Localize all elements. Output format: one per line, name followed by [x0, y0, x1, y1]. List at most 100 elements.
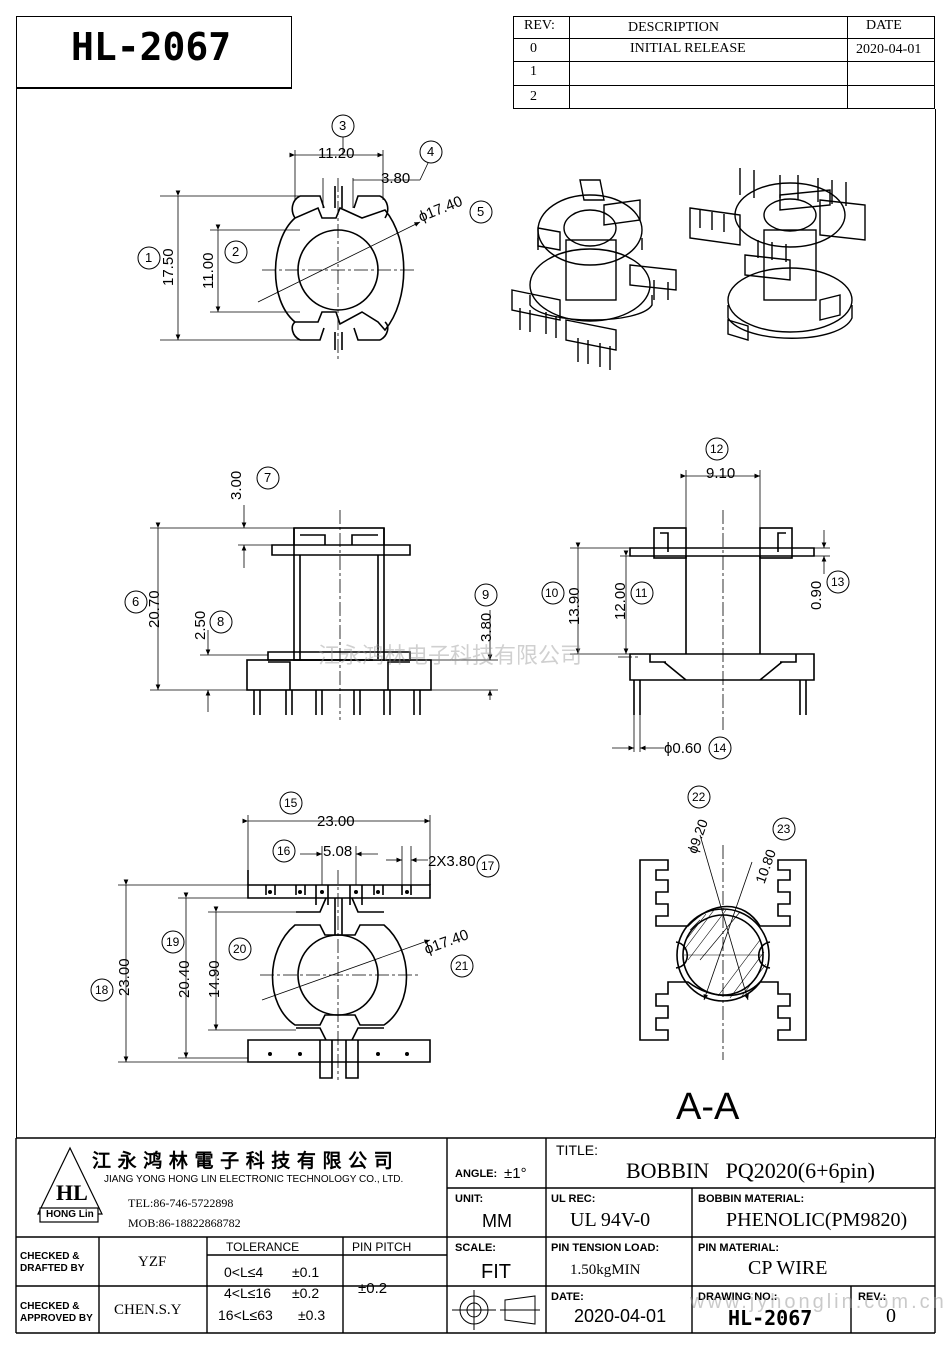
pin-holes	[268, 890, 409, 1056]
pin-pitch-value: ±0.2	[358, 1280, 388, 1297]
date-row-0: 2020-04-01	[856, 42, 922, 57]
tolerance-range-0: 0<L≤4	[224, 1264, 264, 1280]
balloon-8: 8	[217, 614, 225, 629]
checked-drafted-value: YZF	[138, 1254, 167, 1270]
tel: TEL:86-746-5722898	[128, 1196, 234, 1210]
dim-20: 14.90	[206, 960, 223, 998]
iso-view-a	[511, 179, 677, 370]
checked-approved-label-1: CHECKED &	[20, 1301, 80, 1312]
dim-13: 0.90	[808, 580, 825, 610]
iso-view-b	[689, 168, 866, 341]
rev-label: REV.:	[858, 1291, 887, 1303]
balloon-11: 11	[635, 586, 648, 600]
scale-value: FIT	[481, 1261, 511, 1283]
pin-material-label: PIN MATERIAL:	[698, 1242, 780, 1254]
pin-tension-value: 1.50kgMIN	[570, 1262, 641, 1278]
pin-material-value: CP WIRE	[748, 1257, 828, 1279]
pin-tension-label: PIN TENSION LOAD:	[551, 1242, 660, 1254]
part-number-box: HL-2067	[16, 16, 292, 88]
dim-18: 23.00	[116, 958, 133, 996]
dim-3: 11.20	[318, 145, 355, 162]
angle-value: ±1°	[504, 1165, 527, 1182]
tolerance-label: TOLERANCE	[226, 1240, 300, 1254]
description-row-0: INITIAL RELEASE	[630, 41, 746, 56]
drawing-no-label: DRAWING NO.:	[698, 1291, 778, 1303]
angle-label: ANGLE:	[455, 1168, 498, 1180]
checked-approved-label-2: APPROVED BY	[20, 1313, 93, 1324]
tolerance-range-2: 16<L≤63	[218, 1307, 273, 1323]
dim-6: 20.70	[146, 590, 163, 628]
checked-drafted-label-1: CHECKED &	[20, 1251, 80, 1262]
balloon-10: 10	[545, 586, 559, 600]
balloon-2: 2	[232, 244, 240, 259]
front-view	[246, 527, 432, 715]
rev-row-0: 0	[530, 41, 537, 56]
ul-value: UL 94V-0	[570, 1209, 651, 1231]
pin-pitch-label: PIN PITCH	[352, 1240, 412, 1254]
dim-11: 12.00	[612, 582, 629, 620]
rev-value: 0	[886, 1305, 896, 1327]
balloon-23: 23	[777, 822, 791, 836]
dim-15: 23.00	[317, 813, 355, 830]
dim-10: 13.90	[566, 587, 583, 625]
logo-text: HL	[56, 1180, 88, 1205]
company-en: JIANG YONG HONG LIN ELECTRONIC TECHNOLOG…	[104, 1174, 404, 1185]
date-header: DATE	[866, 18, 902, 33]
balloon-4: 4	[427, 144, 435, 159]
dim-19: 20.40	[176, 960, 193, 998]
balloon-21: 21	[455, 959, 469, 973]
title-value: BOBBIN PQ2020(6+6pin)	[626, 1158, 875, 1183]
company-logo	[37, 1146, 103, 1223]
unit-label: UNIT:	[455, 1193, 484, 1205]
bobbin-material-value: PHENOLIC(PM9820)	[726, 1209, 908, 1231]
balloon-3: 3	[339, 118, 347, 133]
drawing-no-value: HL-2067	[728, 1306, 813, 1330]
description-header: DESCRIPTION	[628, 20, 720, 35]
balloon-19: 19	[166, 935, 180, 949]
watermark: 江永鸿林电子科技有限公司	[318, 644, 583, 669]
projection-symbol	[452, 1290, 540, 1330]
website: www.jyhonglin.com.cn	[690, 1291, 947, 1313]
mob: MOB:86-18822868782	[128, 1216, 241, 1230]
balloon-20: 20	[233, 942, 247, 956]
logo-sub: HONG Lin	[46, 1209, 94, 1220]
dim-7: 3.00	[228, 470, 245, 500]
balloon-14: 14	[713, 741, 727, 755]
date-value: 2020-04-01	[574, 1306, 667, 1326]
rev-header: REV:	[524, 18, 555, 33]
title-label: TITLE:	[556, 1142, 599, 1158]
dim-14: ϕ0.60	[664, 740, 702, 757]
rev-row-2: 2	[530, 89, 537, 104]
section-label: A-A	[676, 1086, 740, 1128]
unit-value: MM	[482, 1211, 512, 1231]
dim-2: 11.00	[200, 252, 217, 289]
dim-12: 9.10	[706, 465, 736, 482]
bobbin-material-label: BOBBIN MATERIAL:	[698, 1193, 805, 1205]
balloon-7: 7	[264, 470, 272, 485]
tolerance-value-2: ±0.3	[298, 1307, 326, 1323]
checked-approved-value: CHEN.S.Y	[114, 1302, 182, 1318]
title-block-lines	[15, 1137, 936, 1334]
tolerance-range-1: 4<L≤16	[224, 1285, 272, 1301]
tolerance-value-0: ±0.1	[292, 1264, 320, 1280]
balloon-13: 13	[831, 575, 845, 589]
dim-8: 2.50	[192, 610, 209, 640]
balloons	[90, 114, 850, 1002]
top-view-1	[274, 186, 405, 350]
balloon-5: 5	[477, 204, 485, 219]
rev-row-1: 1	[530, 64, 537, 79]
side-view	[629, 527, 815, 715]
bottom-view	[247, 870, 431, 1079]
balloon-15: 15	[284, 796, 298, 810]
ul-label: UL REC:	[551, 1193, 596, 1205]
date-label: DATE:	[551, 1291, 584, 1303]
checked-drafted-label-2: DRAFTED BY	[20, 1263, 85, 1274]
dim-17: 2X3.80	[428, 853, 476, 870]
balloon-9: 9	[482, 587, 490, 602]
balloon-17: 17	[481, 859, 495, 873]
balloon-1: 1	[145, 250, 153, 265]
company-cn: 江 永 鸿 林 電 子 科 技 有 限 公 司	[92, 1150, 393, 1172]
balloon-16: 16	[277, 844, 291, 858]
balloon-6: 6	[132, 594, 140, 609]
